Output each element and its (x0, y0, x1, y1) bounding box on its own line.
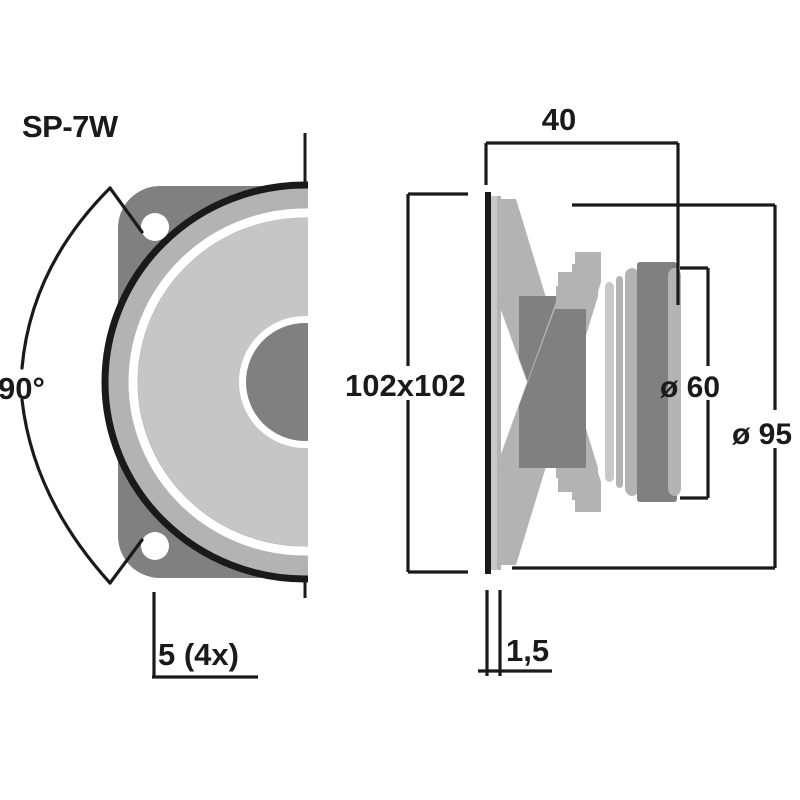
frame-size-dimension (406, 192, 468, 574)
cross-section-view: 40 102x102 ø 60 (345, 102, 792, 676)
magnet-diameter-dimension (680, 266, 710, 500)
front-view: 90° 5 (4x) (0, 133, 308, 679)
frame-size-label: 102x102 (345, 368, 466, 403)
dispersion-angle-label: 90° (0, 371, 45, 406)
mounting-hole-dimension (152, 592, 258, 679)
depth-dimension (484, 141, 680, 305)
mounting-hole-top (141, 213, 169, 241)
faceplate-edge (485, 192, 491, 574)
cutout-diameter-dimension (512, 203, 777, 570)
magnet-diameter-label: ø 60 (660, 371, 720, 404)
cutout-diameter-label: ø 95 (732, 418, 792, 451)
depth-dimension-label: 40 (542, 102, 576, 137)
cone-body (138, 218, 308, 546)
faceplate-thickness-label: 1,5 (506, 633, 549, 668)
faceplate-light-trim (491, 196, 497, 570)
page-title: SP-7W (22, 109, 119, 144)
surround-highlight-ring (128, 208, 308, 556)
spider-strip (605, 282, 614, 482)
cone-lower-dark (519, 309, 586, 468)
magnet-front-plate (625, 268, 639, 496)
faceplate-inner-trim (497, 196, 501, 570)
faceplate-thickness-dimension (478, 590, 552, 676)
dispersion-angle-indicator (20, 186, 144, 585)
mounting-hole-label: 5 (4x) (158, 637, 239, 672)
voice-coil-former (616, 276, 623, 488)
front-view-body (101, 181, 308, 583)
magnet-back-plate (668, 268, 681, 496)
section-body (485, 192, 681, 574)
dust-cap (246, 323, 308, 441)
mounting-hole-bottom (141, 532, 169, 560)
magnet-core (637, 262, 677, 502)
